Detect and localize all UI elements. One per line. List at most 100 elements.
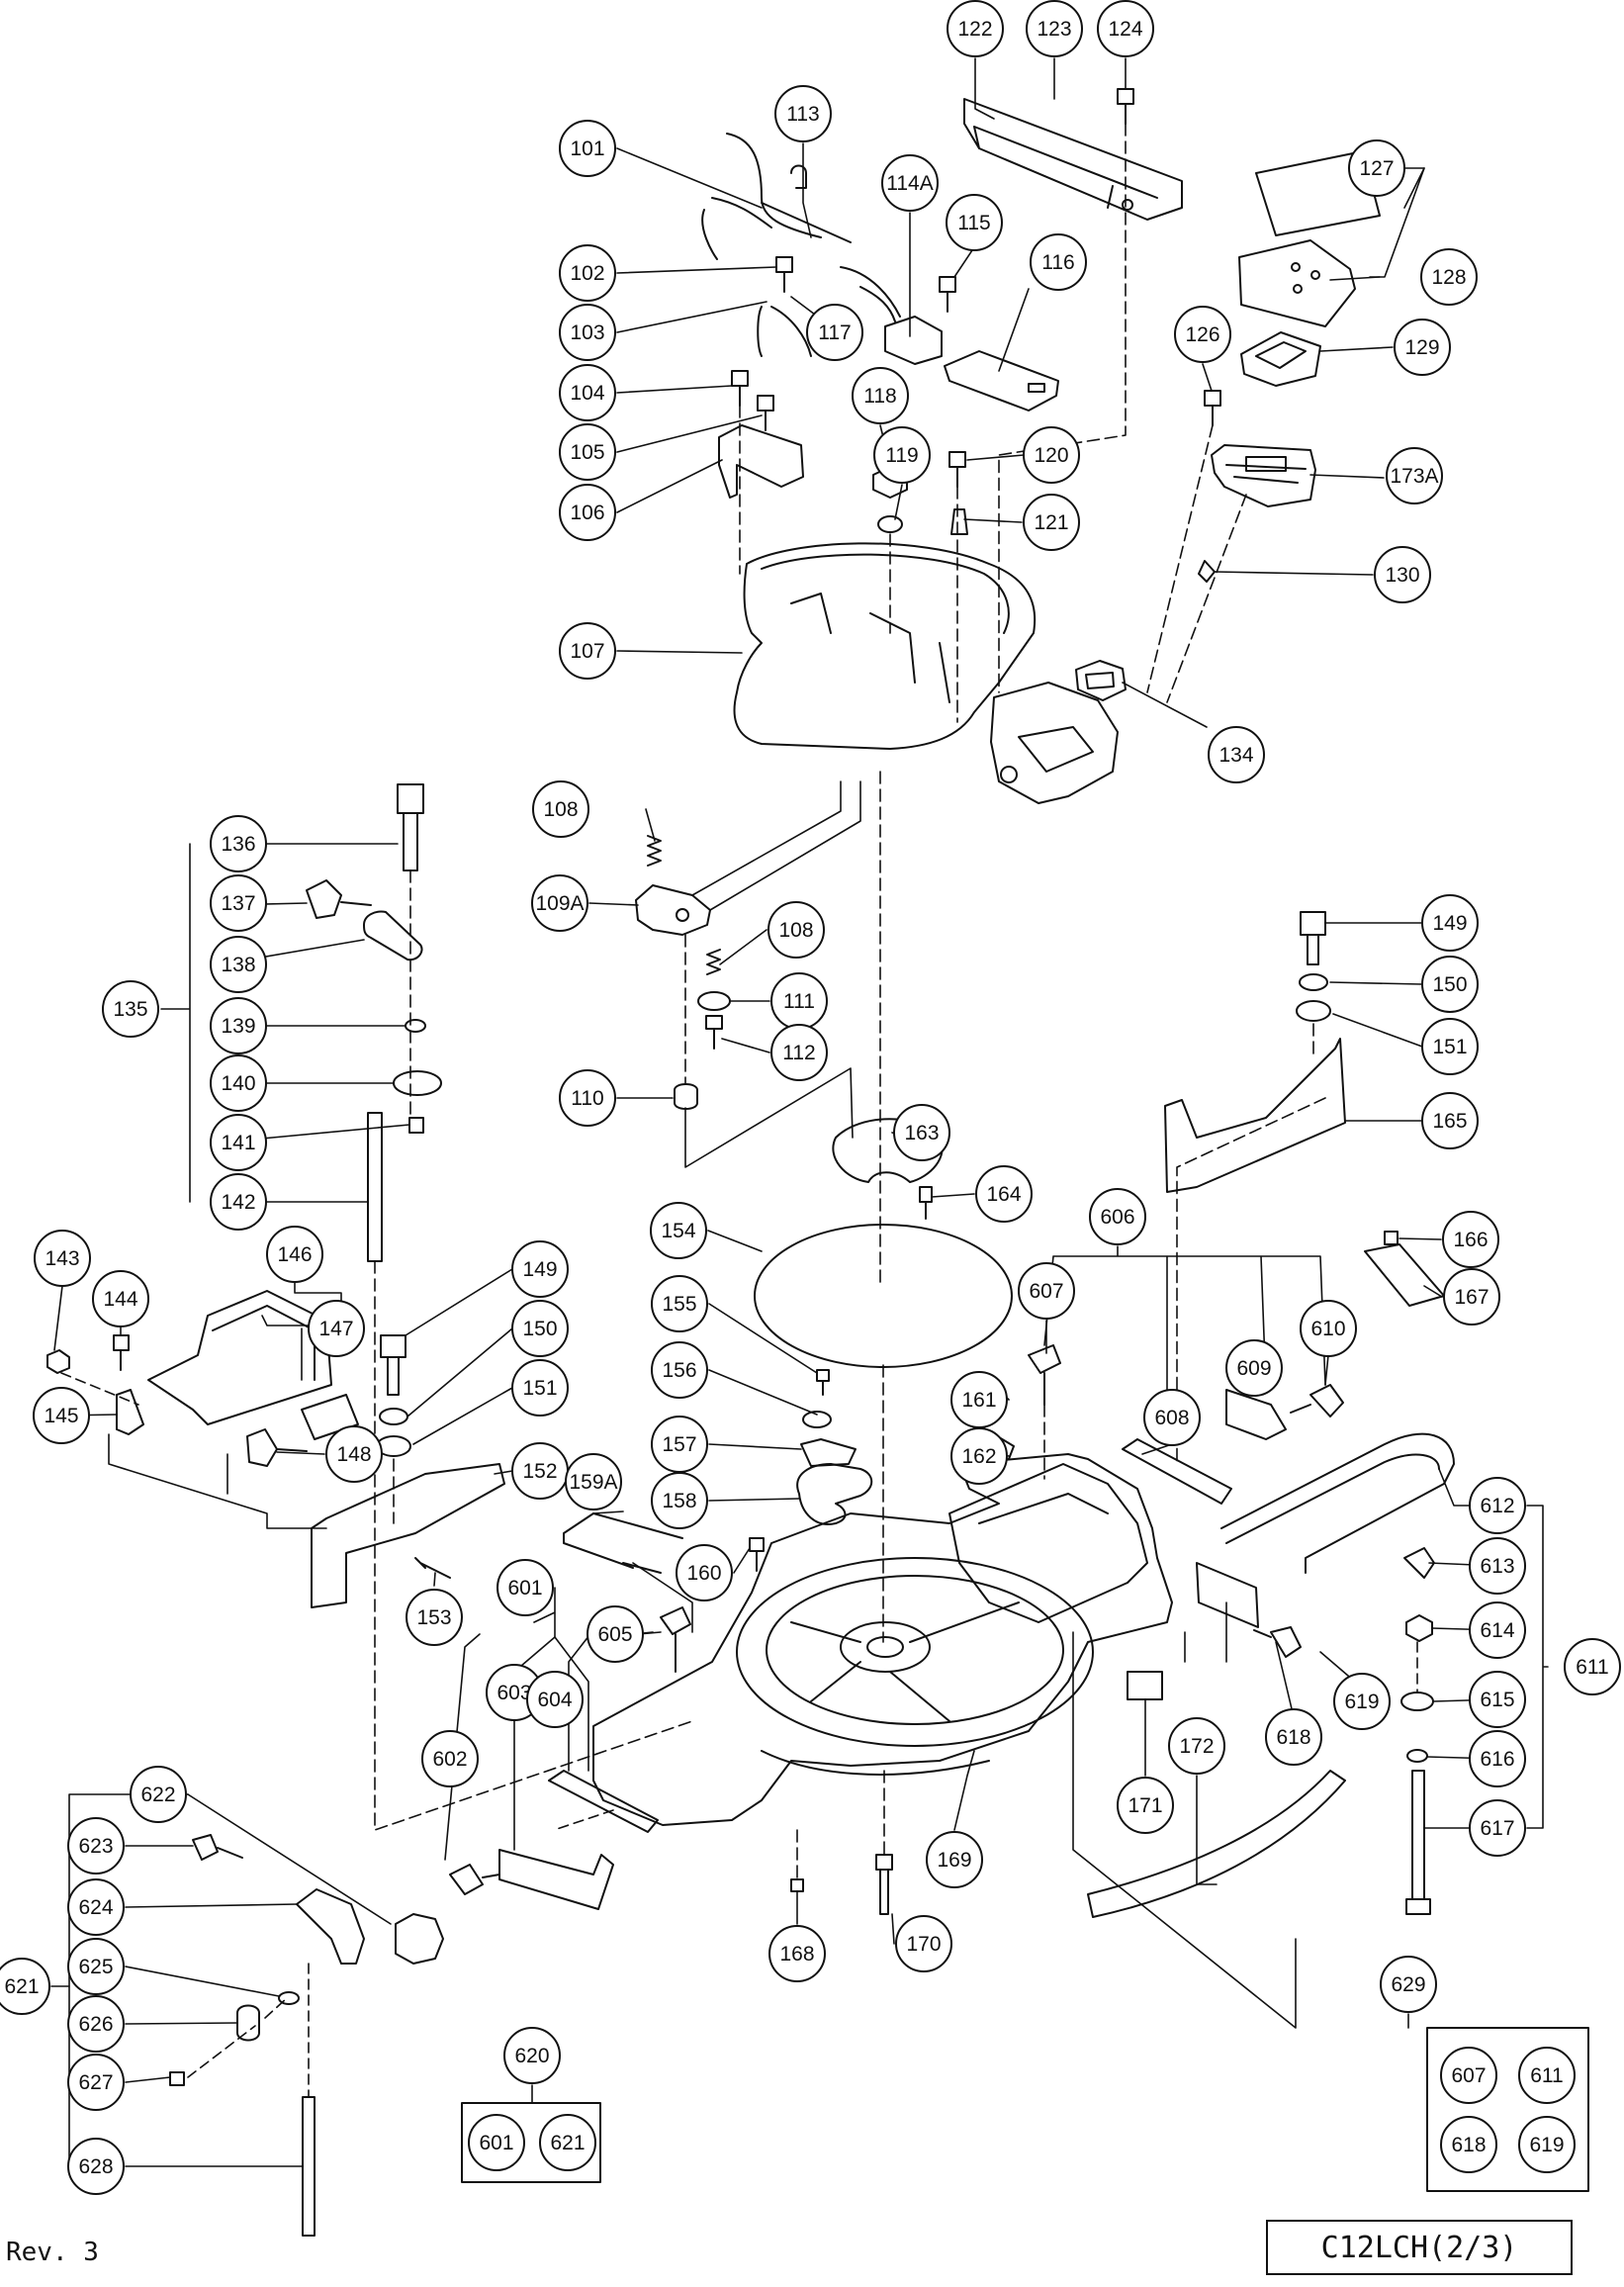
callout-circle — [468, 2114, 525, 2171]
callout-label: 624 — [78, 1896, 113, 1919]
callout-circle — [496, 1559, 554, 1616]
part-127-label — [1255, 150, 1381, 236]
part-107-switch-box — [990, 682, 1119, 804]
part-107-housing — [733, 542, 1037, 750]
part-173A-switch — [1211, 444, 1316, 507]
callout-circle — [1442, 1211, 1499, 1268]
callout-circle — [1440, 2047, 1497, 2104]
part-128-hole — [1310, 270, 1320, 280]
callout-circle — [210, 1054, 267, 1112]
callout-127: 127 — [1348, 139, 1405, 197]
callout-circle — [531, 874, 588, 932]
callout-circle — [1030, 233, 1087, 291]
callout-627: 627 — [67, 2054, 125, 2111]
callout-label: 157 — [662, 1433, 696, 1456]
callout-label: 118 — [863, 385, 896, 408]
part-137-knob — [306, 879, 372, 919]
callout-circle — [774, 85, 832, 142]
callout-circle — [1469, 1601, 1526, 1659]
callout-609: 609 — [1225, 1339, 1283, 1397]
callout-circle — [1469, 1799, 1526, 1857]
part-126-screw — [1204, 390, 1221, 426]
part-169-scale — [761, 1750, 990, 1776]
callout-label: 607 — [1451, 2064, 1486, 2087]
part-169-turntable — [736, 1557, 1094, 1747]
callout-label: 103 — [570, 321, 604, 344]
part-143-nut — [46, 1349, 70, 1374]
part-605-wing-bolt — [660, 1606, 691, 1673]
part-601-base — [592, 1453, 1173, 1826]
callout-k621: 621 — [539, 2114, 596, 2171]
part-619-knob — [1253, 1626, 1302, 1658]
part-627-screw — [169, 2071, 185, 2086]
callout-167: 167 — [1443, 1268, 1500, 1326]
callout-149b: 149 — [1421, 894, 1479, 952]
callout-label: 602 — [432, 1748, 467, 1771]
callout-circle — [210, 815, 267, 872]
guide-line — [1166, 494, 1247, 703]
callout-146: 146 — [266, 1226, 323, 1283]
callout-circle — [1564, 1638, 1621, 1695]
part-602-knob — [449, 1864, 500, 1895]
part-146-fence-guard — [147, 1290, 332, 1425]
part-625-washer — [278, 1991, 300, 2005]
callout-617: 617 — [1469, 1799, 1526, 1857]
callout-label: 112 — [782, 1042, 815, 1064]
callout-124: 124 — [1097, 0, 1154, 57]
callout-circle — [1225, 1339, 1283, 1397]
callout-circle — [1421, 956, 1479, 1013]
callout-129: 129 — [1394, 319, 1451, 376]
guide-line — [998, 123, 1127, 693]
part-101-cord — [701, 133, 852, 260]
callout-circle — [308, 1300, 365, 1357]
callout-label: 123 — [1037, 18, 1071, 41]
callout-label: 171 — [1128, 1794, 1162, 1817]
callout-label: 611 — [1530, 2064, 1563, 2087]
callout-label: 151 — [1432, 1036, 1467, 1058]
part-109A-bracket — [635, 884, 711, 936]
callout-101: 101 — [559, 120, 616, 177]
part-111-washer — [697, 991, 731, 1011]
callout-128: 128 — [1420, 248, 1478, 306]
callout-625: 625 — [67, 1938, 125, 1995]
callout-label: 619 — [1529, 2134, 1564, 2156]
callout-circle — [532, 780, 589, 838]
part-113-clip — [790, 164, 807, 189]
callout-circle — [210, 874, 267, 932]
part-623-screw — [192, 1834, 243, 1861]
part-167-plate — [1364, 1243, 1445, 1307]
callout-label: 611 — [1576, 1656, 1608, 1679]
part-129-frame — [1240, 331, 1321, 387]
callout-612: 612 — [1469, 1477, 1526, 1534]
callout-label: 163 — [904, 1122, 939, 1144]
callout-label: 136 — [221, 833, 255, 856]
part-106-bracket — [718, 424, 804, 499]
part-123-split-line — [1107, 185, 1114, 209]
callout-circle — [559, 244, 616, 302]
part-112-screw — [705, 1015, 723, 1050]
callout-label: 102 — [570, 262, 604, 285]
callout-label: 151 — [522, 1377, 557, 1400]
callout-621: 621 — [0, 1958, 50, 2015]
callout-155: 155 — [651, 1275, 708, 1332]
callout-label: 150 — [522, 1318, 557, 1340]
part-128-hole — [1293, 284, 1303, 294]
callout-circle — [210, 936, 267, 993]
callout-circle — [511, 1300, 569, 1357]
callout-113: 113 — [774, 85, 832, 142]
callout-label: 104 — [570, 382, 604, 405]
part-107-rim — [761, 553, 1010, 634]
callout-165: 165 — [1421, 1092, 1479, 1149]
callout-circle — [210, 1114, 267, 1171]
part-164-screw — [919, 1186, 933, 1220]
callout-circle — [1174, 306, 1231, 363]
callout-label: 610 — [1310, 1318, 1345, 1340]
callout-circle — [926, 1831, 983, 1888]
callout-label: 101 — [570, 137, 604, 160]
part-614-nut — [1405, 1614, 1433, 1642]
part-139-washer — [405, 1019, 426, 1033]
callout-168: 168 — [768, 1925, 826, 1982]
part-150-washer-left — [379, 1408, 408, 1425]
callout-label: 607 — [1029, 1280, 1063, 1303]
callout-label: 141 — [221, 1132, 255, 1154]
